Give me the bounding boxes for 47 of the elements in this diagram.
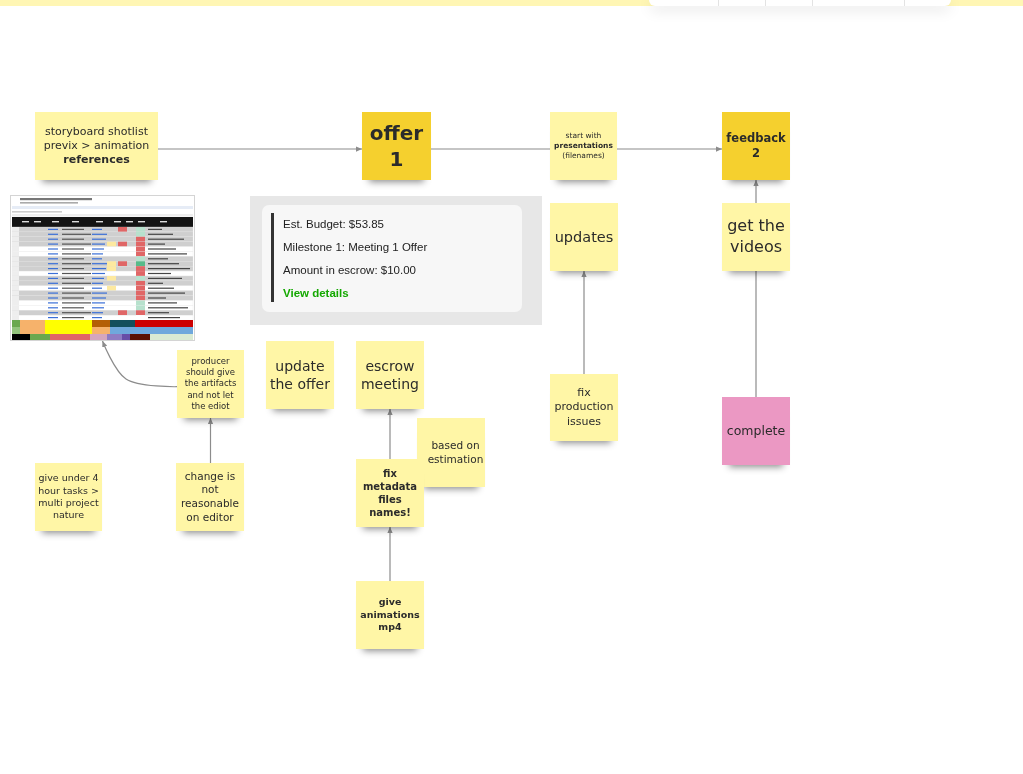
sticky-note — [722, 112, 790, 180]
sticky-note — [356, 581, 424, 649]
arrow — [157, 146, 363, 152]
note-text: give animations mp4 — [359, 596, 421, 634]
sticky-note — [550, 203, 618, 271]
sticky-note — [356, 459, 424, 527]
note-text: producer should give the artifacts and not let the ediot — [183, 356, 238, 412]
milestone-text: Milestone 1: Meeting 1 Offer — [283, 240, 428, 255]
arrow — [387, 408, 393, 460]
note-text: storyboard shotlist previx > animation references — [42, 124, 151, 168]
note-text: fix production issues — [553, 386, 615, 429]
sticky-note — [550, 112, 617, 180]
note-text: updates — [554, 227, 614, 247]
arrow — [753, 179, 759, 204]
arrow — [101, 340, 178, 388]
sticky-note — [176, 463, 244, 531]
sticky-note — [362, 112, 431, 180]
note-text: get the videos — [726, 216, 786, 258]
sticky-note — [550, 374, 618, 441]
arrow — [387, 526, 393, 582]
arrow — [616, 146, 723, 152]
connector-line — [755, 270, 757, 398]
note-text: change is not reasonable on editor — [180, 469, 240, 525]
arrow — [207, 417, 214, 464]
note-text: escrow meeting — [360, 356, 420, 394]
sticky-note — [722, 397, 790, 465]
offer-card — [262, 205, 522, 312]
note-text: give under 4 hour tasks > multi project nature — [38, 472, 99, 522]
view-details-link: View details — [283, 286, 349, 301]
note-text: offer 1 — [368, 120, 425, 172]
note-text: update the offer — [269, 356, 331, 394]
sticky-note — [177, 350, 244, 418]
sticky-note — [722, 203, 790, 271]
connector-line — [430, 148, 551, 150]
sticky-note — [35, 463, 102, 531]
escrow-amount-text: Amount in escrow: $10.00 — [283, 263, 416, 278]
note-text: based on estimation — [427, 438, 484, 467]
sticky-note — [266, 341, 334, 409]
arrow — [581, 270, 587, 375]
note-text: complete — [726, 422, 786, 440]
sticky-note — [356, 341, 424, 409]
note-text: fix metadata files names! — [361, 467, 419, 519]
note-text: feedback 2 — [725, 131, 787, 161]
spreadsheet-picture — [10, 195, 195, 341]
budget-text: Est. Budget: $53.85 — [283, 217, 385, 232]
sticky-note — [35, 112, 158, 180]
sticky-note — [417, 418, 485, 487]
